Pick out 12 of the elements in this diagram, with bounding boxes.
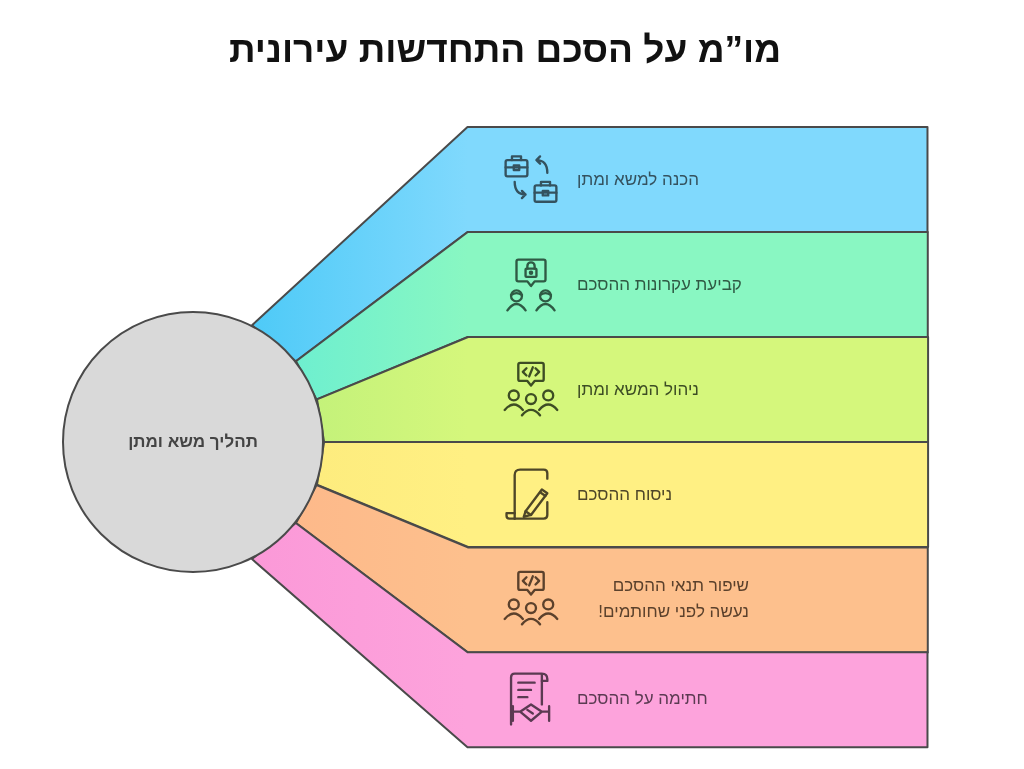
segment-label: שיפור תנאי ההסכם נעשה לפני שחותמים! xyxy=(597,575,749,624)
fan-segment xyxy=(296,484,928,652)
fan-segment xyxy=(296,232,928,400)
segment-label: ניהול המשא ומתן xyxy=(577,378,699,401)
segment-label: הכנה למשא ומתן xyxy=(577,168,700,191)
diagram-title: מו”מ על הסכם התחדשות עירונית xyxy=(228,28,782,72)
segment-label: ניסוח ההסכם xyxy=(577,483,673,506)
segment-label: קביעת עקרונות ההסכם xyxy=(577,273,742,296)
hub-label: תהליך משא ומתן xyxy=(128,432,258,452)
segment-label: חתימה על ההסכם xyxy=(577,688,708,711)
fan-segment xyxy=(316,442,928,547)
fan-segment xyxy=(316,337,928,442)
